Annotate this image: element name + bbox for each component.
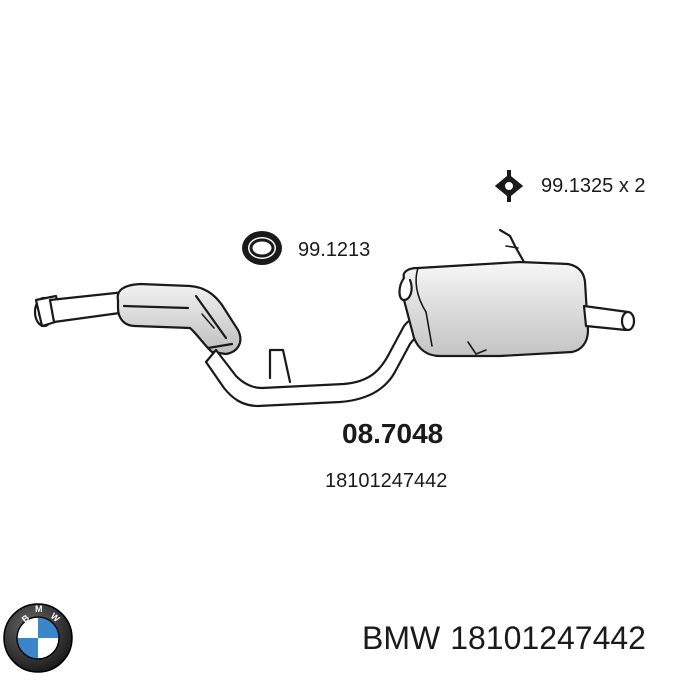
tail-pipe (582, 304, 636, 332)
clamp-ring-icon (242, 231, 282, 265)
bmw-logo: B M W (3, 603, 73, 673)
svg-text:M: M (35, 604, 43, 614)
oem-number-label: 18101247442 (325, 470, 448, 492)
exhaust-system (33, 228, 636, 408)
part-number-label: 08.7048 (342, 418, 444, 449)
front-pipe (48, 290, 129, 324)
svg-text:B: B (20, 612, 32, 624)
brand-name: BMW (362, 620, 441, 656)
pipe-bracket (268, 348, 292, 384)
clamp-ring-label: 99.1213 (298, 239, 371, 261)
hanger-rubber-label: 99.1325 x 2 (541, 175, 646, 197)
rear-muffler (398, 228, 590, 358)
hanger-rubber-icon (494, 170, 524, 202)
footer-part-number: 18101247442 (450, 620, 646, 656)
front-resonator (116, 282, 242, 356)
